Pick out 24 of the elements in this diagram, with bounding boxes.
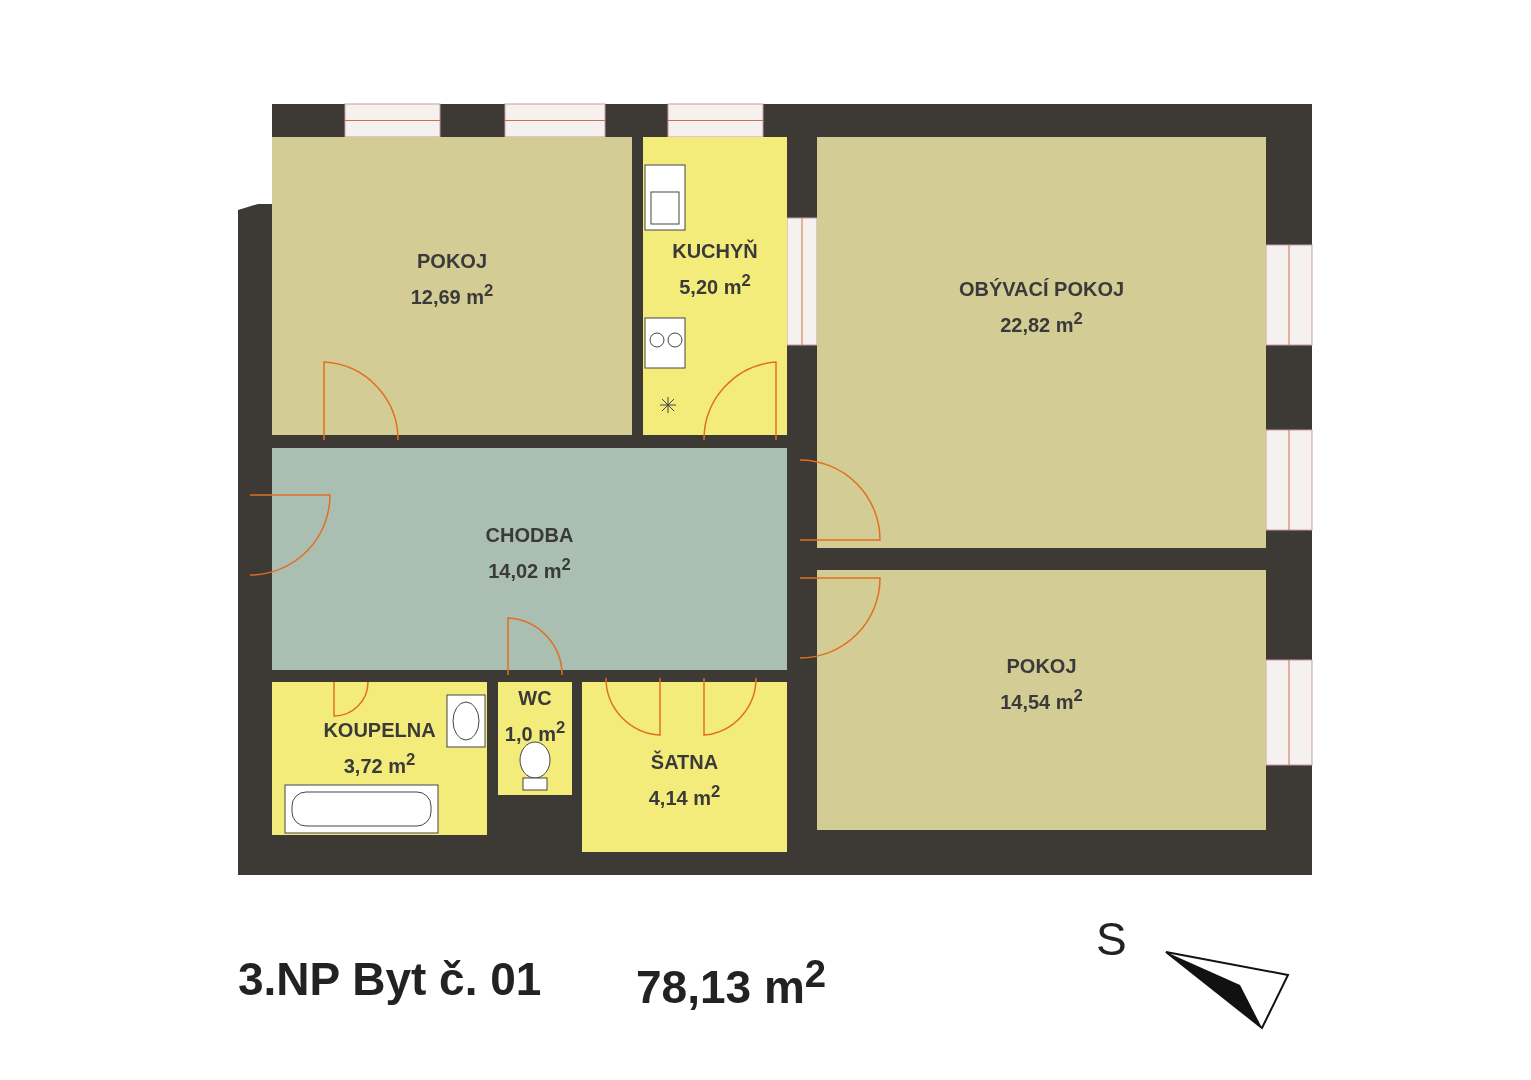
room-area: 3,72 m$^{2}$ [343,748,416,778]
room [817,137,1266,548]
room-area: 22,82 m$^{2}$ [1000,307,1083,337]
room-name: CHODBA [485,523,574,547]
room-area: 12,69 m$^{2}$ [410,279,494,309]
room-name: KUCHYŇ [672,239,758,263]
room [582,682,787,852]
room-area: 4,14 m$^{2}$ [648,780,721,810]
room [817,570,1266,830]
area-total: 78,13 m$^{2}$ [636,952,827,1015]
room-name: POKOJ [1006,654,1077,678]
room [272,448,787,670]
room [272,137,632,435]
room-name: KOUPELNA [323,718,436,742]
room-area: 1,0 m$^{2}$ [504,716,566,746]
room-name: ŠATNA [650,750,719,774]
room-name: POKOJ [417,249,487,273]
compass-label: S [1096,912,1127,966]
title: 3.NP Byt č. 01 [238,952,542,1006]
room-area: 14,54 m$^{2}$ [1000,684,1083,714]
room-name: WC [518,686,552,710]
room-name: OBÝVACÍ POKOJ [958,277,1125,301]
room-area: 14,02 m$^{2}$ [488,553,571,583]
room-area: 5,20 m$^{2}$ [679,269,751,299]
